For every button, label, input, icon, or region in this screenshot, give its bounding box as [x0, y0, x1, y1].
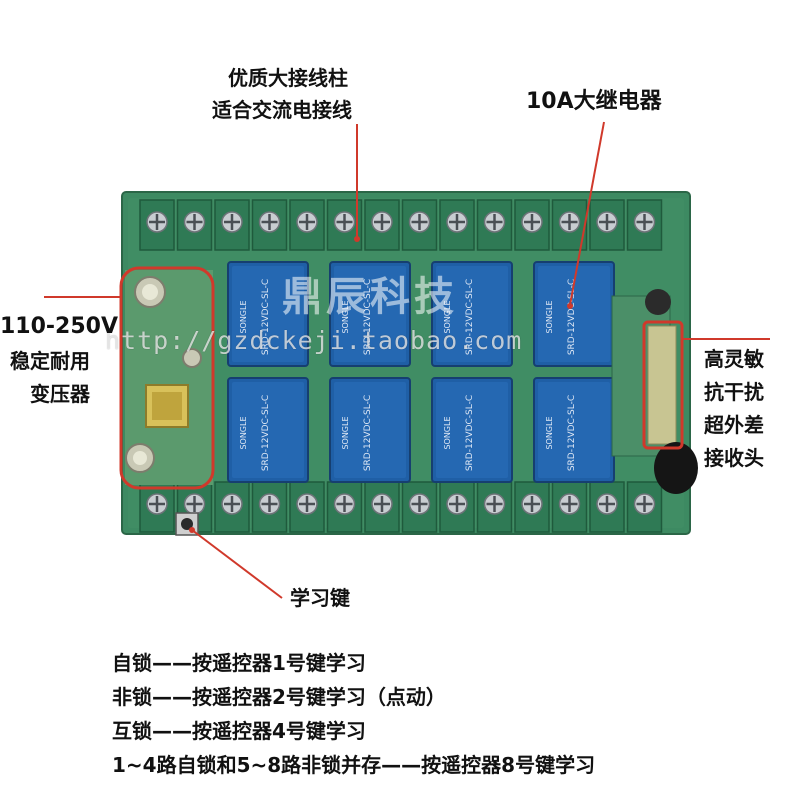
relay-brand-label: SONGLE: [443, 300, 452, 333]
relay: SRD-12VDC-SL-C SONGLE: [227, 261, 309, 367]
relay-model-label: SRD-12VDC-SL-C: [261, 279, 271, 355]
top-screw-terminal: [626, 199, 663, 251]
bottom-screw-terminal: [251, 481, 288, 533]
terminal-callout-line2: 适合交流电接线: [212, 98, 352, 122]
bottom-screw-terminal: [401, 481, 438, 533]
bottom-screw-terminal: [214, 481, 250, 533]
relay: SRD-12VDC-SL-C SONGLE: [227, 377, 309, 483]
bottom-screw-terminal: [364, 481, 400, 533]
top-screw-terminal: [439, 199, 475, 251]
top-screw-terminal: [476, 199, 513, 251]
relay: SRD-12VDC-SL-C SONGLE: [329, 261, 411, 367]
learn-key-callout: 学习键: [290, 586, 350, 610]
bottom-screw-terminal: [289, 481, 325, 533]
receiver-callout-line1: 高灵敏: [704, 347, 764, 371]
top-screw-terminal: [214, 199, 250, 251]
note-self-lock: 自锁——按遥控器1号键学习: [112, 651, 366, 675]
relay-model-label: SRD-12VDC-SL-C: [465, 279, 475, 355]
relay-brand-label: SONGLE: [545, 300, 554, 333]
relay-model-label: SRD-12VDC-SL-C: [261, 395, 271, 471]
relay: SRD-12VDC-SL-C SONGLE: [329, 377, 411, 483]
transformer-module: [125, 270, 213, 485]
transformer-highlight: [119, 266, 215, 490]
relay: SRD-12VDC-SL-C SONGLE: [533, 261, 615, 367]
relay-brand-label: SONGLE: [545, 416, 554, 449]
receiver-callout-line4: 接收头: [704, 446, 764, 470]
receiver-highlight: [642, 320, 684, 450]
bottom-screw-terminal: [476, 481, 513, 533]
terminal-callout-line1: 优质大接线柱: [228, 66, 348, 90]
top-terminal-block: [139, 199, 663, 251]
relay-brand-label: SONGLE: [341, 416, 350, 449]
top-screw-terminal: [251, 199, 288, 251]
bottom-screw-terminal: [514, 481, 550, 533]
bottom-screw-terminal: [626, 481, 663, 533]
transformer-callout-line2: 稳定耐用: [10, 349, 90, 373]
relay-model-label: SRD-12VDC-SL-C: [363, 395, 373, 471]
top-screw-terminal: [364, 199, 400, 251]
top-screw-terminal: [589, 199, 625, 251]
top-screw-terminal: [139, 199, 175, 251]
relay-brand-label: SONGLE: [341, 300, 350, 333]
bottom-screw-terminal: [551, 481, 588, 533]
relay-model-label: SRD-12VDC-SL-C: [465, 395, 475, 471]
url-watermark: http://gzdckeji.taobao.com: [105, 326, 523, 355]
relay-model-label: SRD-12VDC-SL-C: [567, 279, 577, 355]
bottom-screw-terminal: [139, 481, 175, 533]
receiver-callout-line3: 超外差: [704, 413, 764, 437]
relay: SRD-12VDC-SL-C SONGLE: [431, 261, 513, 367]
note-momentary: 非锁——按遥控器2号键学习（点动）: [112, 685, 446, 709]
bottom-screw-terminal: [439, 481, 475, 533]
relay-brand-label: SONGLE: [239, 416, 248, 449]
top-screw-terminal: [551, 199, 588, 251]
relay-callout: 10A大继电器: [526, 89, 662, 114]
relay: SRD-12VDC-SL-C SONGLE: [533, 377, 615, 483]
transformer-callout-line3: 变压器: [30, 382, 90, 406]
bottom-screw-terminal: [589, 481, 625, 533]
relay-brand-label: SONGLE: [239, 300, 248, 333]
receiver-callout-line2: 抗干扰: [704, 380, 764, 404]
top-screw-terminal: [289, 199, 325, 251]
relay: SRD-12VDC-SL-C SONGLE: [431, 377, 513, 483]
note-interlock: 互锁——按遥控器4号键学习: [112, 719, 366, 743]
top-screw-terminal: [176, 199, 213, 251]
relay-model-label: SRD-12VDC-SL-C: [363, 279, 373, 355]
relay-callout-line: [569, 121, 605, 306]
learn-key-callout-line: [191, 529, 283, 599]
relay-brand-label: SONGLE: [443, 416, 452, 449]
relay-array: SRD-12VDC-SL-C SONGLE SRD-12VDC-SL-C SONGLE…: [227, 261, 615, 483]
transformer-callout-line1: 110-250V: [0, 314, 119, 339]
mode-notes: 自锁——按遥控器1号键学习 非锁——按遥控器2号键学习（点动） 互锁——按遥控器…: [112, 646, 595, 782]
brand-watermark: 鼎辰科技: [282, 274, 458, 320]
bottom-screw-terminal: [326, 481, 363, 533]
relay-model-label: SRD-12VDC-SL-C: [567, 395, 577, 471]
note-mixed-mode: 1~4路自锁和5~8路非锁并存——按遥控器8号键学习: [112, 753, 596, 777]
top-screw-terminal: [401, 199, 438, 251]
top-screw-terminal: [514, 199, 550, 251]
